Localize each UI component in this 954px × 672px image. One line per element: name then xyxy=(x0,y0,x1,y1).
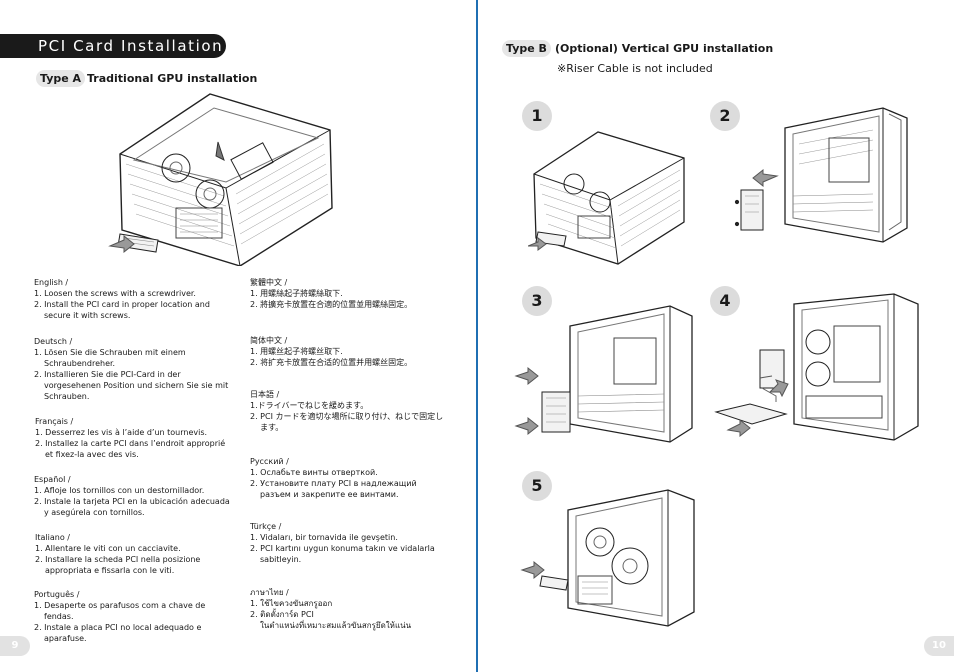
page-number-right: 10 xyxy=(924,636,954,656)
step-3-illustration xyxy=(514,300,694,450)
step-4-illustration xyxy=(714,292,920,444)
case-internals xyxy=(161,141,274,239)
insert-arrow xyxy=(108,234,135,254)
riser-cable-note: ※Riser Cable is not included xyxy=(557,62,713,75)
instructions-russian: Русский / 1. Ослабьте винты отверткой. 2… xyxy=(250,457,420,499)
instructions-italiano: Italiano / 1. Allentare le viti con un c… xyxy=(35,533,203,575)
instructions-thai: ภาษาไทย / 1. ใช้ไขควงขันสกรูออก 2. ติดตั… xyxy=(250,588,412,630)
type-b-heading: (Optional) Vertical GPU installation xyxy=(555,42,774,55)
page-number-left: 9 xyxy=(0,636,30,656)
instructions-espanol: Español / 1. Afloje los tornillos con un… xyxy=(34,475,233,517)
page-divider xyxy=(476,0,478,672)
type-a-illustration xyxy=(106,90,338,266)
instructions-english: English / 1. Loosen the screws with a sc… xyxy=(34,278,213,320)
instructions-turkish: Türkçe / 1. Vidaları, bir tornavida ile … xyxy=(250,522,438,564)
step-number-3: 3 xyxy=(522,286,552,316)
step-number-4: 4 xyxy=(710,286,740,316)
case-vent-grid xyxy=(125,143,329,247)
left-page: PCI Card Installation Type A Traditional… xyxy=(0,0,476,672)
step-number-1: 1 xyxy=(522,101,552,131)
type-a-heading: Traditional GPU installation xyxy=(87,72,258,85)
instructions-simplified-chinese: 简体中文 / 1. 用螺丝起子将螺丝取下. 2. 将扩充卡放置在合适的位置并用螺… xyxy=(250,336,413,367)
step-2-illustration xyxy=(733,104,913,244)
step-1-illustration xyxy=(528,128,688,268)
section-title: PCI Card Installation xyxy=(0,34,226,58)
instructions-francais: Français / 1. Desserrez les vis à l’aide… xyxy=(35,417,228,459)
type-b-badge: Type B xyxy=(502,40,551,57)
instructions-deutsch: Deutsch / 1. Lösen Sie die Schrauben mit… xyxy=(34,337,231,401)
instructions-japanese: 日本語 / 1.ドライバーでねじを緩めます。 2. PCI カードを適切な場所に… xyxy=(250,390,444,432)
type-a-badge: Type A xyxy=(36,70,86,87)
instructions-portugues: Português / 1. Desaperte os parafusos co… xyxy=(34,590,208,643)
instructions-traditional-chinese: 繁體中文 / 1. 用螺絲起子將螺絲取下. 2. 將擴充卡放置在合適的位置並用螺… xyxy=(250,278,413,309)
step-5-illustration xyxy=(518,486,704,636)
right-page: Type B (Optional) Vertical GPU installat… xyxy=(478,0,954,672)
step-number-2: 2 xyxy=(710,101,740,131)
step-number-5: 5 xyxy=(522,471,552,501)
case-outline xyxy=(119,93,333,266)
